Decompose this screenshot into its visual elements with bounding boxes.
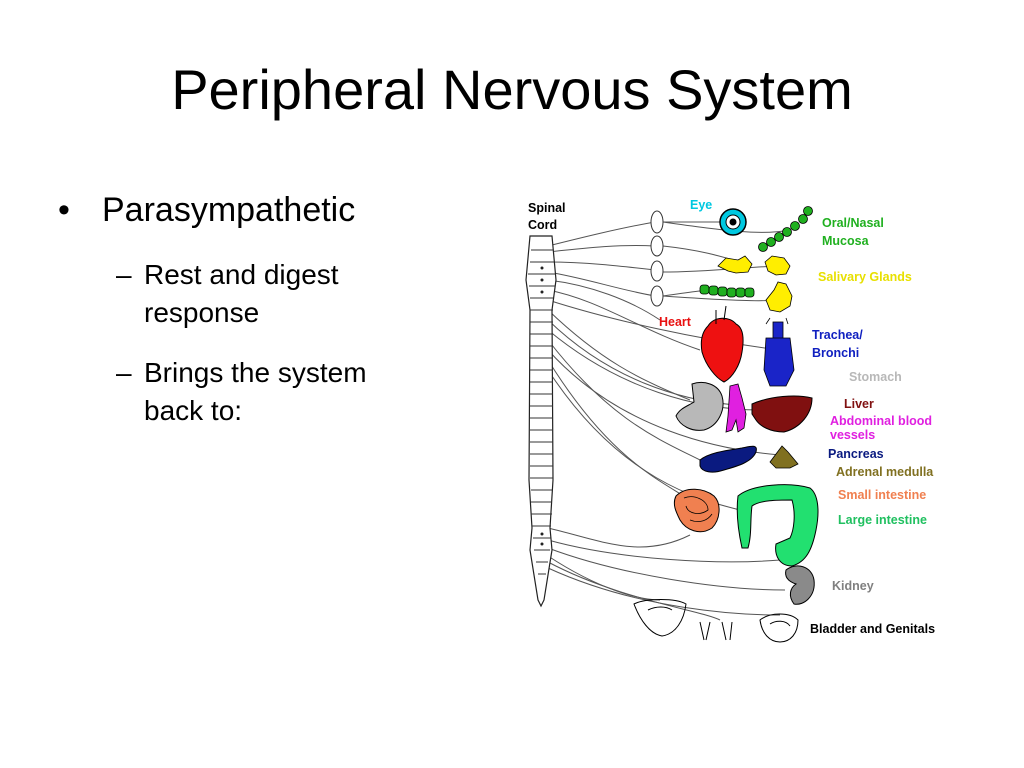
salivary-glands-organ bbox=[717, 255, 793, 313]
bladder-genitals-label: Bladder and Genitals bbox=[810, 622, 935, 636]
abdominal-blood-vessels-label: Abdominal blood bbox=[830, 414, 932, 428]
bullet-parasympathetic: • Parasympathetic bbox=[56, 190, 436, 230]
kidney-label: Kidney bbox=[832, 579, 874, 593]
abdominal-blood-vessels-organ bbox=[725, 383, 747, 433]
pancreas-label: Pancreas bbox=[828, 447, 884, 461]
liver-organ bbox=[751, 395, 813, 433]
spinal-cord-label: Cord bbox=[528, 218, 557, 232]
sub-bullet-marker: – bbox=[116, 357, 132, 388]
slide-title: Peripheral Nervous System bbox=[171, 58, 853, 121]
sub-bullet-text-line1: Rest and digest bbox=[144, 259, 339, 290]
oral-nasal-mucosa-organ bbox=[758, 206, 813, 252]
sub-bullet-rest-digest: – Rest and digest response bbox=[56, 256, 436, 332]
spinal-cord bbox=[525, 235, 557, 608]
liver-label: Liver bbox=[844, 397, 874, 411]
small-intestine-organ bbox=[673, 488, 720, 533]
sub-bullet-text-line2: response bbox=[144, 297, 260, 328]
parasympathetic-diagram: Spinal Cord Eye Oral/Nasal Mucosa Saliva… bbox=[525, 198, 935, 643]
sub-bullet-brings-system: – Brings the system back to: bbox=[56, 354, 436, 430]
sub-bullet-text-line2: back to: bbox=[144, 395, 243, 426]
pancreas-organ bbox=[699, 445, 757, 473]
stomach-label: Stomach bbox=[849, 370, 902, 384]
oral-nasal-label: Mucosa bbox=[822, 234, 870, 248]
bullet-list: • Parasympathetic – Rest and digest resp… bbox=[56, 190, 436, 430]
salivary-glands-label: Salivary Glands bbox=[818, 270, 912, 284]
trachea-bronchi-label: Bronchi bbox=[812, 346, 859, 360]
large-intestine-label: Large intestine bbox=[838, 513, 927, 527]
bullet-text: Parasympathetic bbox=[102, 191, 356, 229]
ganglion bbox=[650, 260, 664, 282]
bullet-marker: • bbox=[58, 191, 70, 229]
sub-bullet-marker: – bbox=[116, 259, 132, 290]
eye-label: Eye bbox=[690, 198, 712, 212]
sub-bullet-text-line1: Brings the system bbox=[144, 357, 367, 388]
small-intestine-label: Small intestine bbox=[838, 488, 926, 502]
heart-label: Heart bbox=[659, 315, 692, 329]
ganglion bbox=[650, 235, 664, 257]
heart-organ bbox=[700, 305, 744, 383]
spinal-cord-label: Spinal bbox=[528, 201, 566, 215]
adrenal-medulla-organ bbox=[769, 445, 799, 469]
cranial-ganglia bbox=[650, 210, 664, 307]
large-intestine-organ bbox=[736, 484, 819, 567]
bladder-genitals-organ bbox=[633, 599, 799, 643]
ganglion bbox=[650, 285, 664, 307]
stomach-organ bbox=[675, 382, 724, 431]
mucosa-chain-organ bbox=[699, 284, 755, 298]
oral-nasal-label: Oral/Nasal bbox=[822, 216, 884, 230]
trachea-bronchi-label: Trachea/ bbox=[812, 328, 863, 342]
adrenal-medulla-label: Adrenal medulla bbox=[836, 465, 934, 479]
nerve-fibers bbox=[547, 221, 791, 621]
kidney-organ bbox=[785, 565, 815, 605]
trachea-bronchi-organ bbox=[763, 317, 795, 387]
ganglion bbox=[650, 210, 664, 234]
abdominal-blood-vessels-label: vessels bbox=[830, 428, 875, 442]
eye-organ bbox=[719, 208, 747, 236]
